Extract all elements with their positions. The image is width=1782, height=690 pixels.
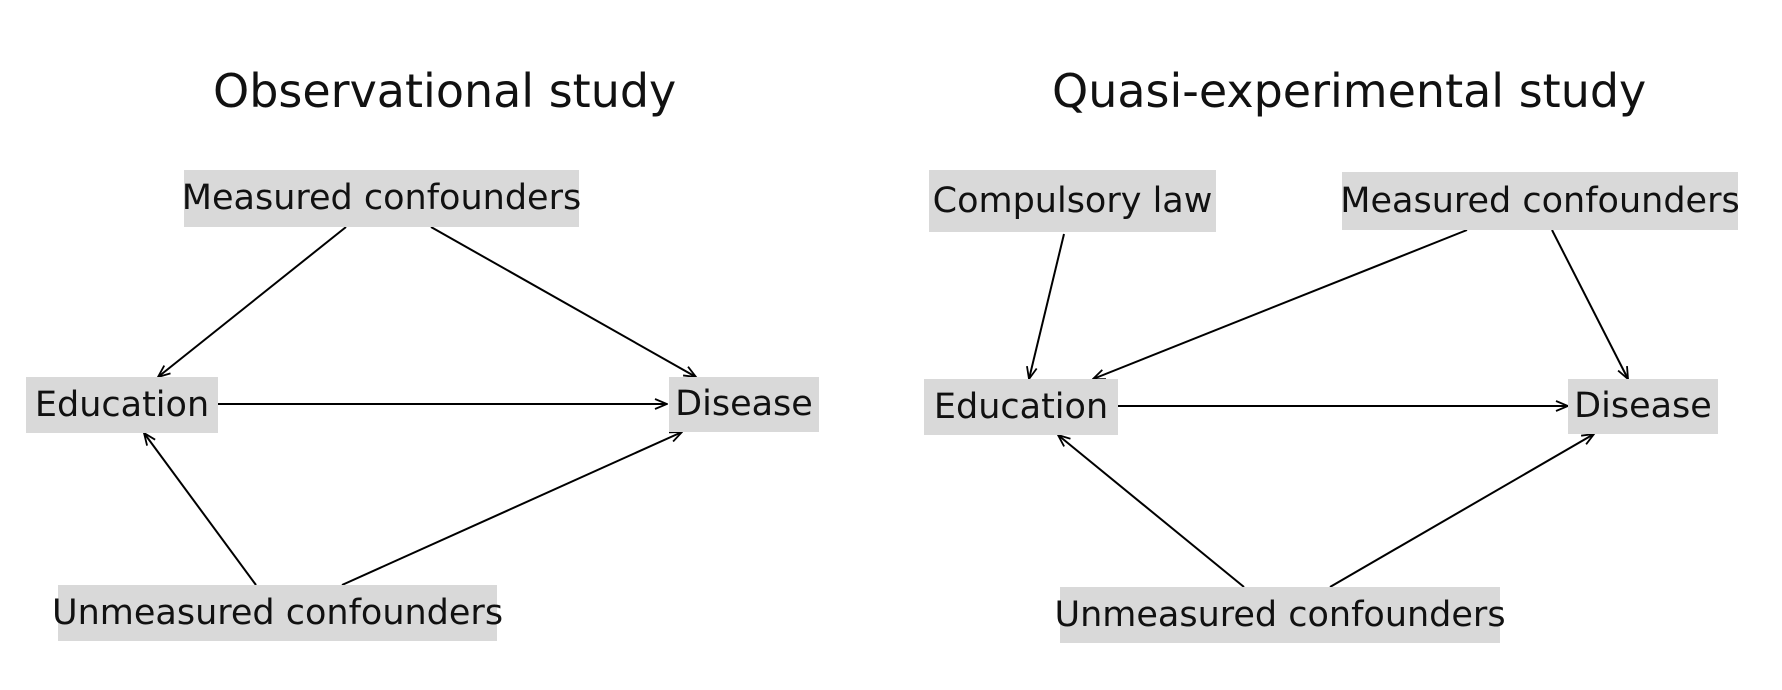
node-obs-unmeasured-confounders: Unmeasured confounders — [52, 585, 503, 641]
edge-quasi-law-to-education — [1029, 233, 1065, 379]
node-quasi-measured-confounders: Measured confounders — [1340, 172, 1740, 230]
node-obs-education: Education — [26, 377, 218, 433]
node-quasi-compulsory-law: Compulsory law — [929, 170, 1216, 232]
edge-obs-unmeasured-to-education — [144, 433, 257, 586]
node-quasi-education: Education — [924, 379, 1118, 435]
node-quasi-disease: Disease — [1568, 379, 1718, 434]
node-obs-measured-confounders: Measured confounders — [182, 170, 581, 227]
observational-study-title: Observational study — [213, 64, 677, 118]
node-obs-disease: Disease — [669, 377, 819, 432]
edge-obs-unmeasured-to-disease — [341, 432, 682, 586]
edge-quasi-unmeasured-to-disease — [1329, 434, 1594, 588]
node-quasi-unmeasured-confounders: Unmeasured confounders — [1054, 587, 1506, 643]
edge-obs-measured-to-education — [158, 226, 347, 377]
edge-quasi-unmeasured-to-education — [1058, 435, 1245, 588]
edge-quasi-measured-to-education — [1093, 229, 1468, 379]
edge-obs-measured-to-disease — [430, 226, 696, 377]
edge-quasi-measured-to-disease — [1551, 229, 1628, 379]
quasi-experimental-study-title: Quasi-experimental study — [1052, 64, 1647, 118]
